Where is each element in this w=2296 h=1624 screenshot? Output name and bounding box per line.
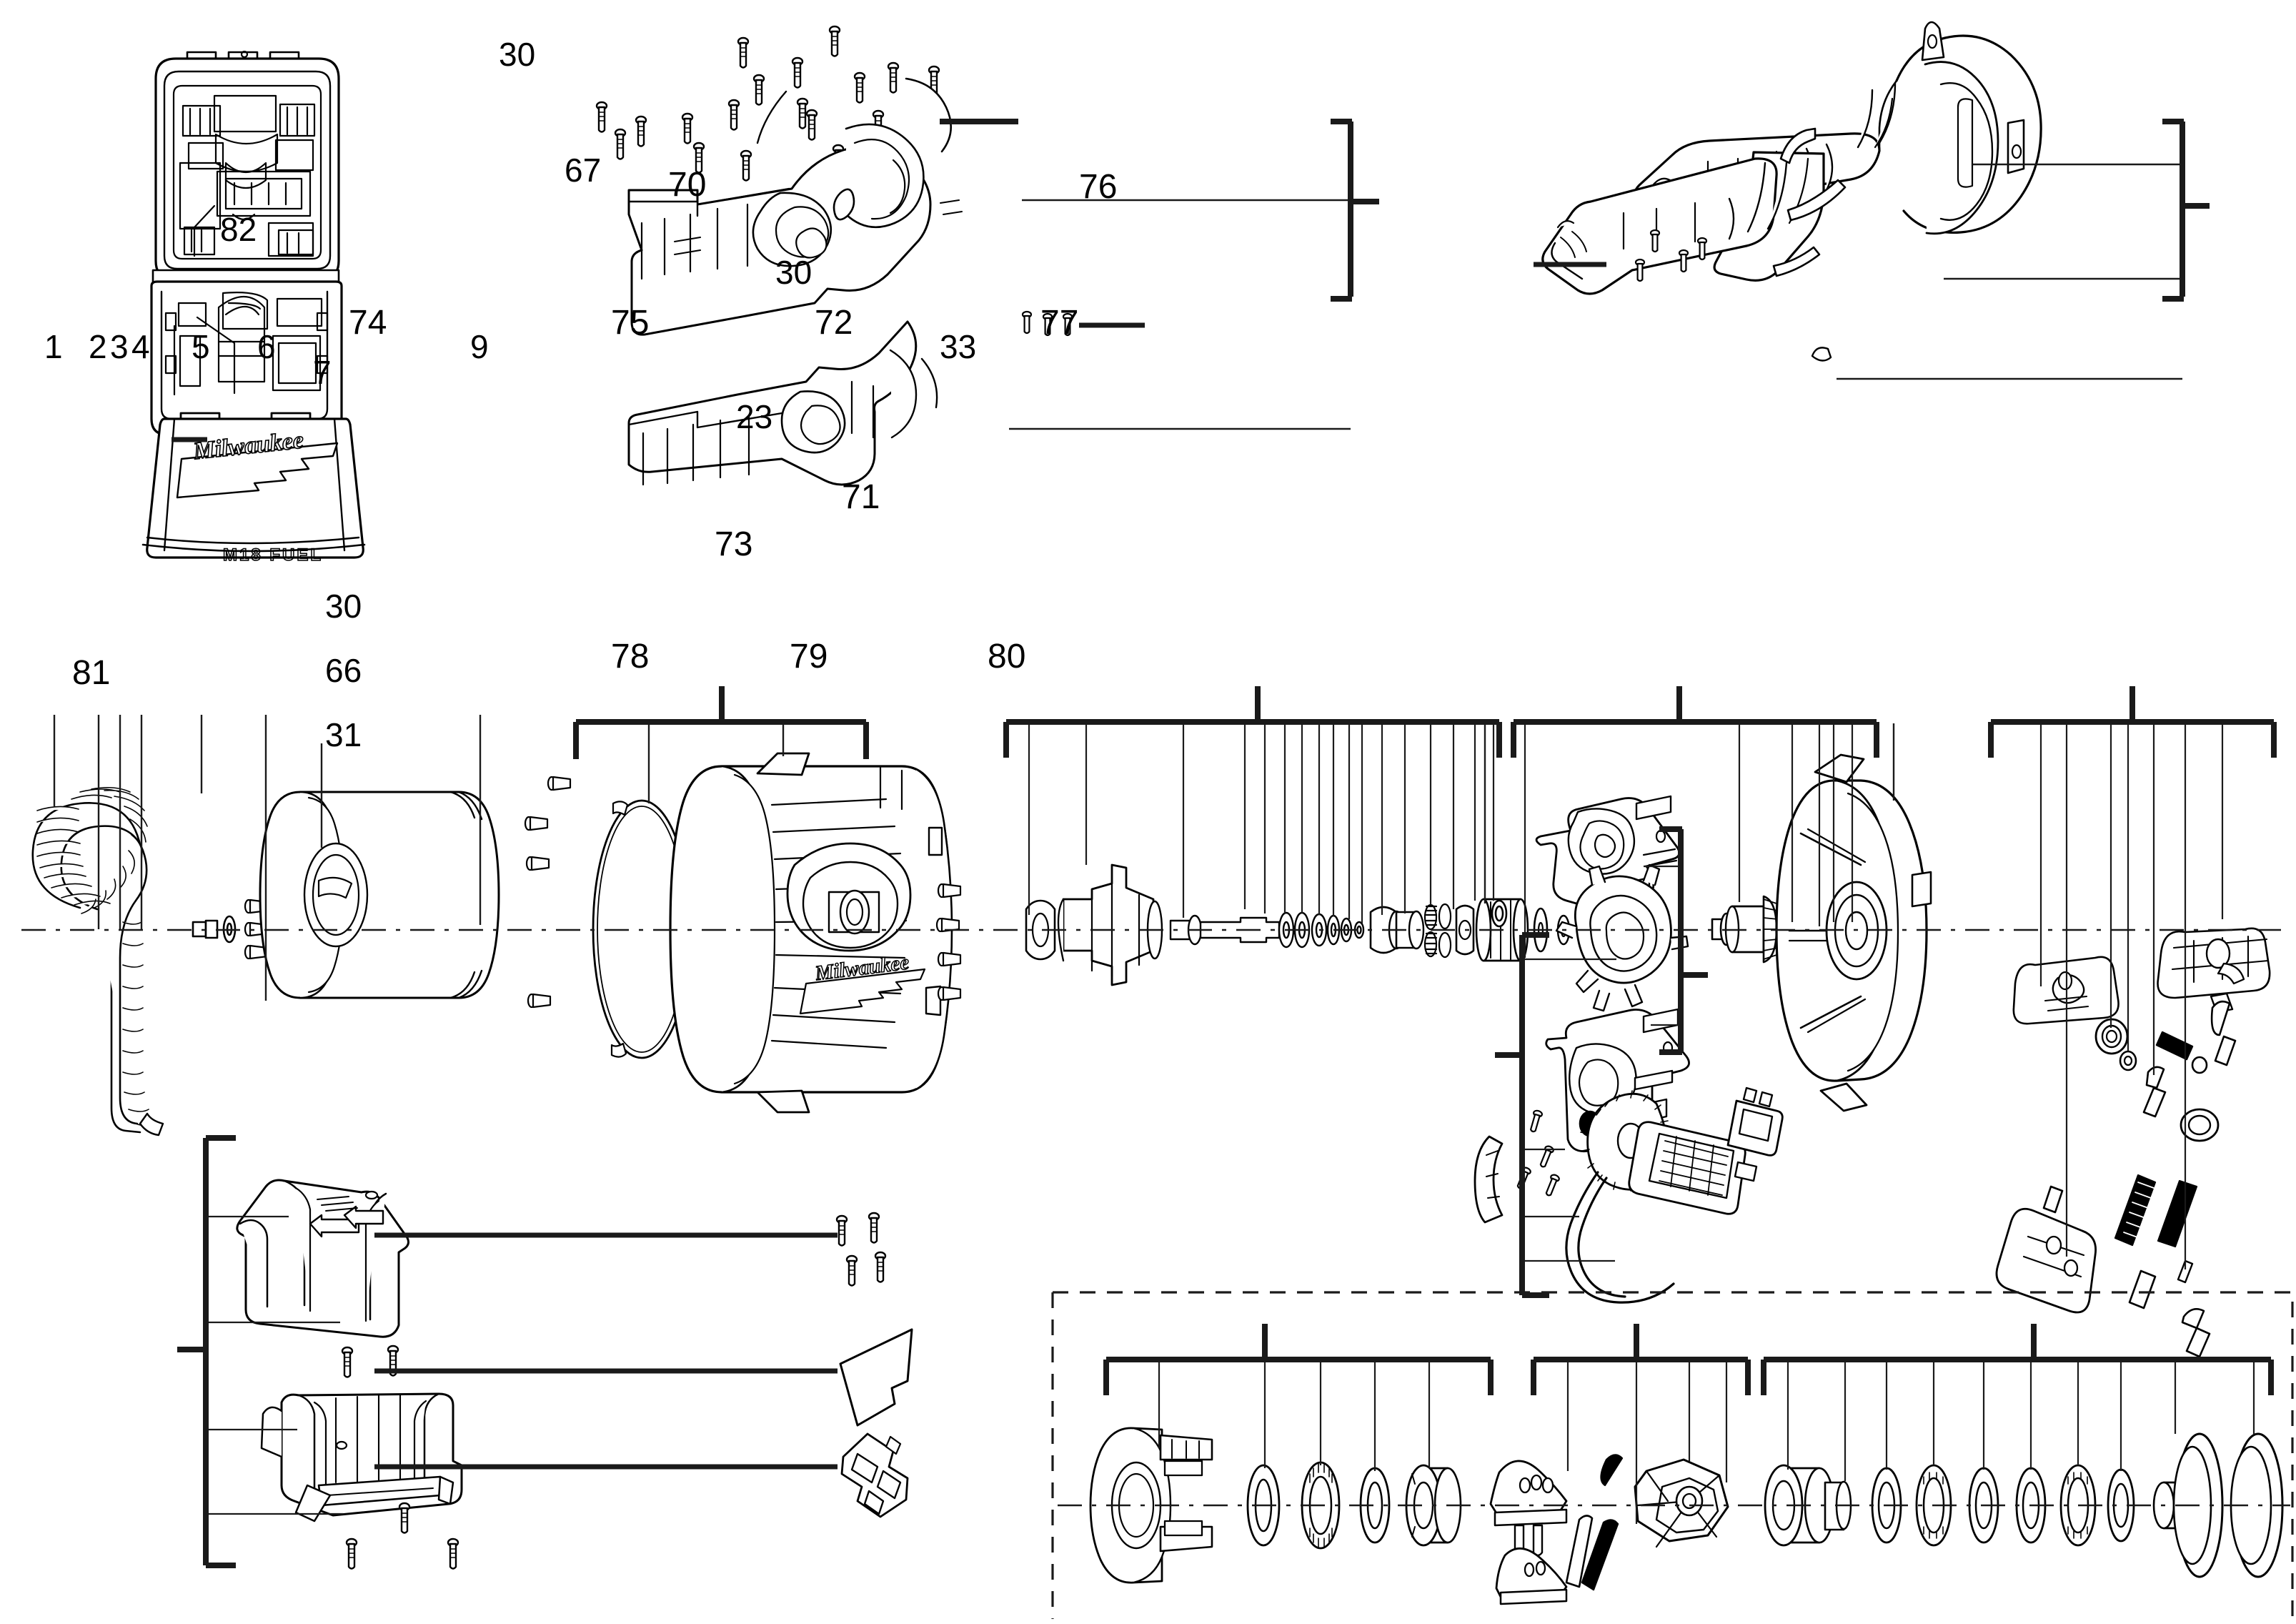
- part-screws-6: [524, 776, 572, 1009]
- callout-23-c23: 23: [736, 398, 773, 435]
- callout-79-c79: 79: [790, 638, 828, 675]
- center-axis: [21, 929, 2290, 1507]
- callout-9-c9: 9: [470, 328, 489, 365]
- callout-71-c71: 71: [842, 478, 880, 516]
- leaders-77: [2039, 723, 2224, 1269]
- part-drum-cover-74: [669, 752, 953, 1114]
- part-vane-70: [833, 188, 855, 221]
- leaders-72: [1524, 723, 1854, 958]
- callout-66-c66: 66: [325, 652, 362, 689]
- leaders-75: [1028, 723, 1495, 924]
- bracket-80: [1761, 1324, 2274, 1395]
- bracket-77: [1988, 686, 2277, 758]
- callout-75-c75: 75: [611, 304, 650, 342]
- part-screws-4: [244, 898, 269, 960]
- part-handle-guard-upper-76: [1634, 21, 2042, 235]
- bracket-75: [1003, 686, 1502, 758]
- part-motor-upper-71: [1535, 795, 1681, 918]
- callout-30-c30c: 30: [325, 588, 362, 625]
- brand-wordmark-text: Milwaukee: [192, 427, 304, 465]
- callout-6-c6: 6: [257, 328, 276, 365]
- part-screws-30-handle: [1634, 229, 1708, 282]
- part-drum-5: [259, 791, 500, 999]
- callout-3-c3: 3: [110, 328, 129, 365]
- callout-73-c73: 73: [715, 525, 753, 563]
- part-screws-73: [1514, 1109, 1561, 1198]
- callout-81-c81: 81: [72, 654, 111, 692]
- part-group-80: [1764, 1432, 2284, 1578]
- part-screws-81-upper: [341, 1345, 399, 1378]
- leaders-left: [53, 715, 482, 1001]
- part-washer-3: [222, 915, 237, 944]
- part-grommet-73: [1579, 1110, 1601, 1137]
- part-trigger-73: [1473, 1135, 1504, 1224]
- callout-70-c70: 70: [668, 166, 707, 204]
- callout-78-c78: 78: [611, 638, 650, 675]
- bracket-79: [1531, 1324, 1751, 1395]
- part-switch-module-73: [1565, 1086, 1784, 1304]
- part-motor-middle-71: [1555, 863, 1689, 1012]
- part-motor-lower-71: [1545, 1008, 1690, 1153]
- dashed-subassembly-box: [1051, 1291, 2294, 1619]
- part-filter-66: [839, 1328, 913, 1427]
- part-rotor: [1711, 895, 1779, 964]
- fuel-mark-bag: M18 FUEL: [222, 543, 352, 565]
- callout-5-c5: 5: [192, 328, 210, 365]
- callout-33-c33: 33: [940, 328, 977, 365]
- callout-67-c67: 67: [565, 152, 602, 189]
- bracket-71: [1659, 826, 1708, 1055]
- callout-80-c80: 80: [988, 638, 1026, 675]
- callout-1-c1: 1: [44, 328, 63, 365]
- callout-77-c77: 77: [1040, 304, 1079, 342]
- bracket-70-caps: [1331, 119, 1379, 302]
- part-cover-33: [1775, 753, 1932, 1112]
- part-gasket-7: [592, 799, 692, 1059]
- part-handle-guard-lower-76: [1541, 127, 1847, 362]
- part-housing-lower-70: [627, 320, 938, 486]
- part-shaft-train-75: [1025, 863, 1610, 986]
- part-shroud-lower-81: [260, 1392, 463, 1522]
- callout-74-c74: 74: [349, 304, 387, 342]
- part-tool-case: [141, 50, 366, 559]
- brand-wordmark-cover: Milwaukee: [812, 945, 937, 986]
- callout-82-c82: 82: [220, 211, 257, 248]
- callout-4-c4: 4: [131, 328, 150, 365]
- part-housing-upper-70: [627, 77, 963, 336]
- part-group-79: [1489, 1454, 1729, 1605]
- brand-wordmark-bag: Milwaukee: [191, 422, 337, 467]
- callout-30-c30b: 30: [775, 254, 812, 291]
- callout-31-c31: 31: [325, 716, 362, 753]
- part-coupling-2: [192, 919, 219, 939]
- part-screws-81-lower: [345, 1502, 459, 1570]
- callout-30-c30a: 30: [499, 36, 536, 73]
- fuel-mark-text: M18 FUEL: [223, 545, 323, 565]
- part-ring-23: [1491, 899, 1508, 928]
- brand-wordmark-cover-text: Milwaukee: [813, 951, 910, 985]
- bracket-78: [1103, 1324, 1494, 1395]
- callout-76-c76: 76: [1079, 168, 1118, 206]
- bracket-72: [1511, 686, 1879, 758]
- callout-72-c72: 72: [815, 304, 853, 342]
- bracket-74: [573, 686, 869, 759]
- part-screws-30-top: [595, 25, 940, 182]
- part-shroud-upper-81: [236, 1179, 409, 1338]
- part-group-78: [1089, 1427, 1462, 1584]
- bracket-81: [177, 1135, 236, 1568]
- part-screws-30-bottom: [835, 1212, 887, 1287]
- bracket-76: [2162, 119, 2210, 302]
- callout-2-c2: 2: [89, 328, 107, 365]
- part-hose-1: [31, 786, 164, 1137]
- bracket-73: [1495, 932, 1549, 1298]
- callout-7-c7: 7: [313, 354, 332, 391]
- part-hardware-77: [1995, 927, 2271, 1358]
- part-screws-9: [935, 883, 962, 1001]
- part-connector-31: [840, 1432, 909, 1518]
